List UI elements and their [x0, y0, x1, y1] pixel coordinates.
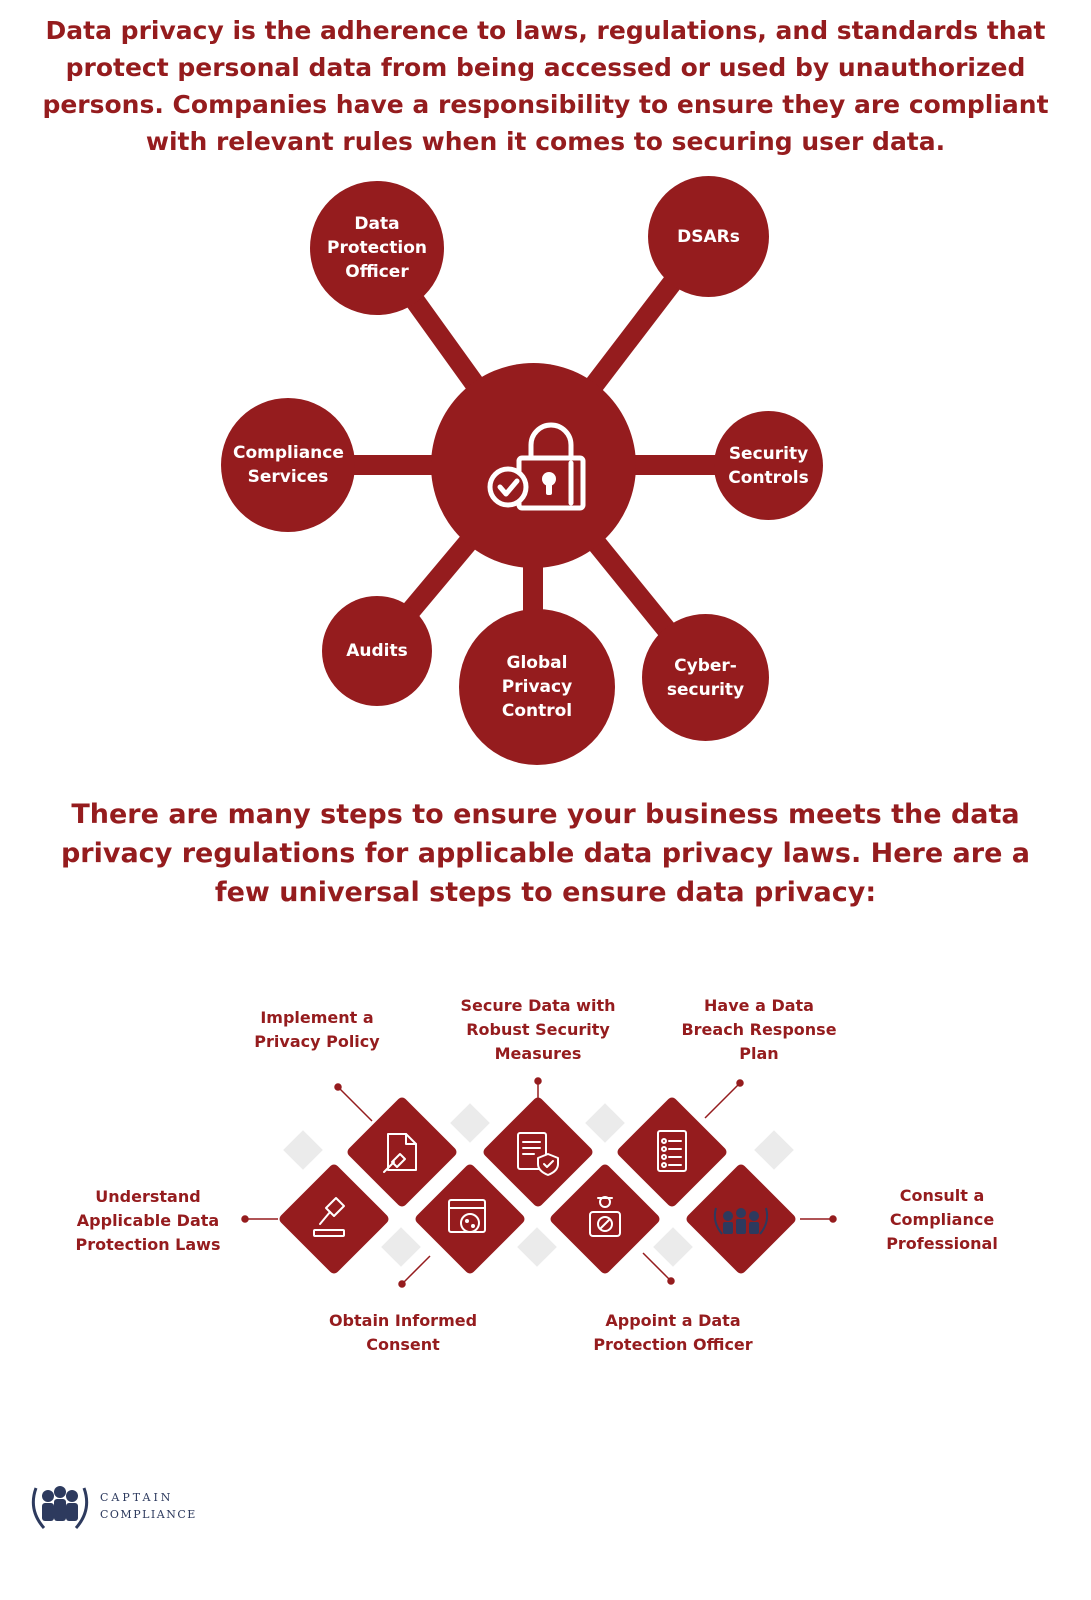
- node-audits: Audits: [322, 596, 432, 706]
- filler-diamond: [585, 1103, 625, 1143]
- step-label-understand-laws: Understand Applicable Data Protection La…: [75, 1187, 221, 1254]
- node-dsars: DSARs: [648, 176, 769, 297]
- padlock-checkmark-icon: [487, 422, 586, 511]
- captain-compliance-emblem-icon: [713, 1207, 769, 1235]
- browser-cookie-icon: [448, 1199, 486, 1233]
- node-security: Security Controls: [714, 411, 823, 520]
- checklist-icon: [657, 1130, 687, 1172]
- filler-diamond: [653, 1227, 693, 1267]
- captain-compliance-logo-icon: [31, 1486, 89, 1529]
- intro-text: Data privacy is the adherence to laws, r…: [42, 16, 1049, 156]
- filler-diamond: [517, 1227, 557, 1267]
- node-dpo: Data Protection Officer: [310, 181, 444, 315]
- document-gavel-icon: [383, 1133, 417, 1173]
- step-label-secure-data: Secure Data with Robust Security Measure…: [460, 996, 616, 1063]
- filler-diamond: [381, 1227, 421, 1267]
- step-label-breach-plan: Have a Data Breach Response Plan: [681, 996, 837, 1063]
- brand-name-line1: CAPTAIN: [100, 1491, 174, 1504]
- node-compliance: Compliance Services: [221, 398, 355, 532]
- step-label-informed-consent: Obtain Informed Consent: [328, 1311, 478, 1354]
- gavel-icon: [313, 1197, 345, 1237]
- brand-logo: CAPTAIN COMPLIANCE: [28, 1480, 197, 1532]
- diamond-privacy-policy: [347, 1097, 457, 1207]
- diamond-breach-plan: [617, 1097, 727, 1207]
- diamond-appoint-dpo: [550, 1164, 660, 1274]
- step-label-privacy-policy: Implement a Privacy Policy: [254, 1008, 380, 1051]
- document-shield-icon: [517, 1132, 559, 1176]
- officer-camera-icon: [589, 1196, 621, 1237]
- filler-diamond: [754, 1130, 794, 1170]
- steps-diagram: [241, 1077, 837, 1288]
- diamond-informed-consent: [415, 1164, 525, 1274]
- diamond-understand-laws: [279, 1164, 389, 1274]
- diamond-secure-data: [483, 1097, 593, 1207]
- filler-diamond: [450, 1103, 490, 1143]
- privacy-hub: [431, 363, 636, 568]
- step-label-consult-pro: Consult a Compliance Professional: [886, 1186, 998, 1253]
- step-label-appoint-dpo: Appoint a Data Protection Officer: [593, 1311, 753, 1354]
- node-cyber: Cyber- security: [642, 614, 769, 741]
- steps-intro-text: There are many steps to ensure your busi…: [60, 799, 1031, 908]
- node-gpc: Global Privacy Control: [459, 609, 615, 765]
- filler-diamond: [283, 1130, 323, 1170]
- brand-name-line2: COMPLIANCE: [100, 1508, 197, 1521]
